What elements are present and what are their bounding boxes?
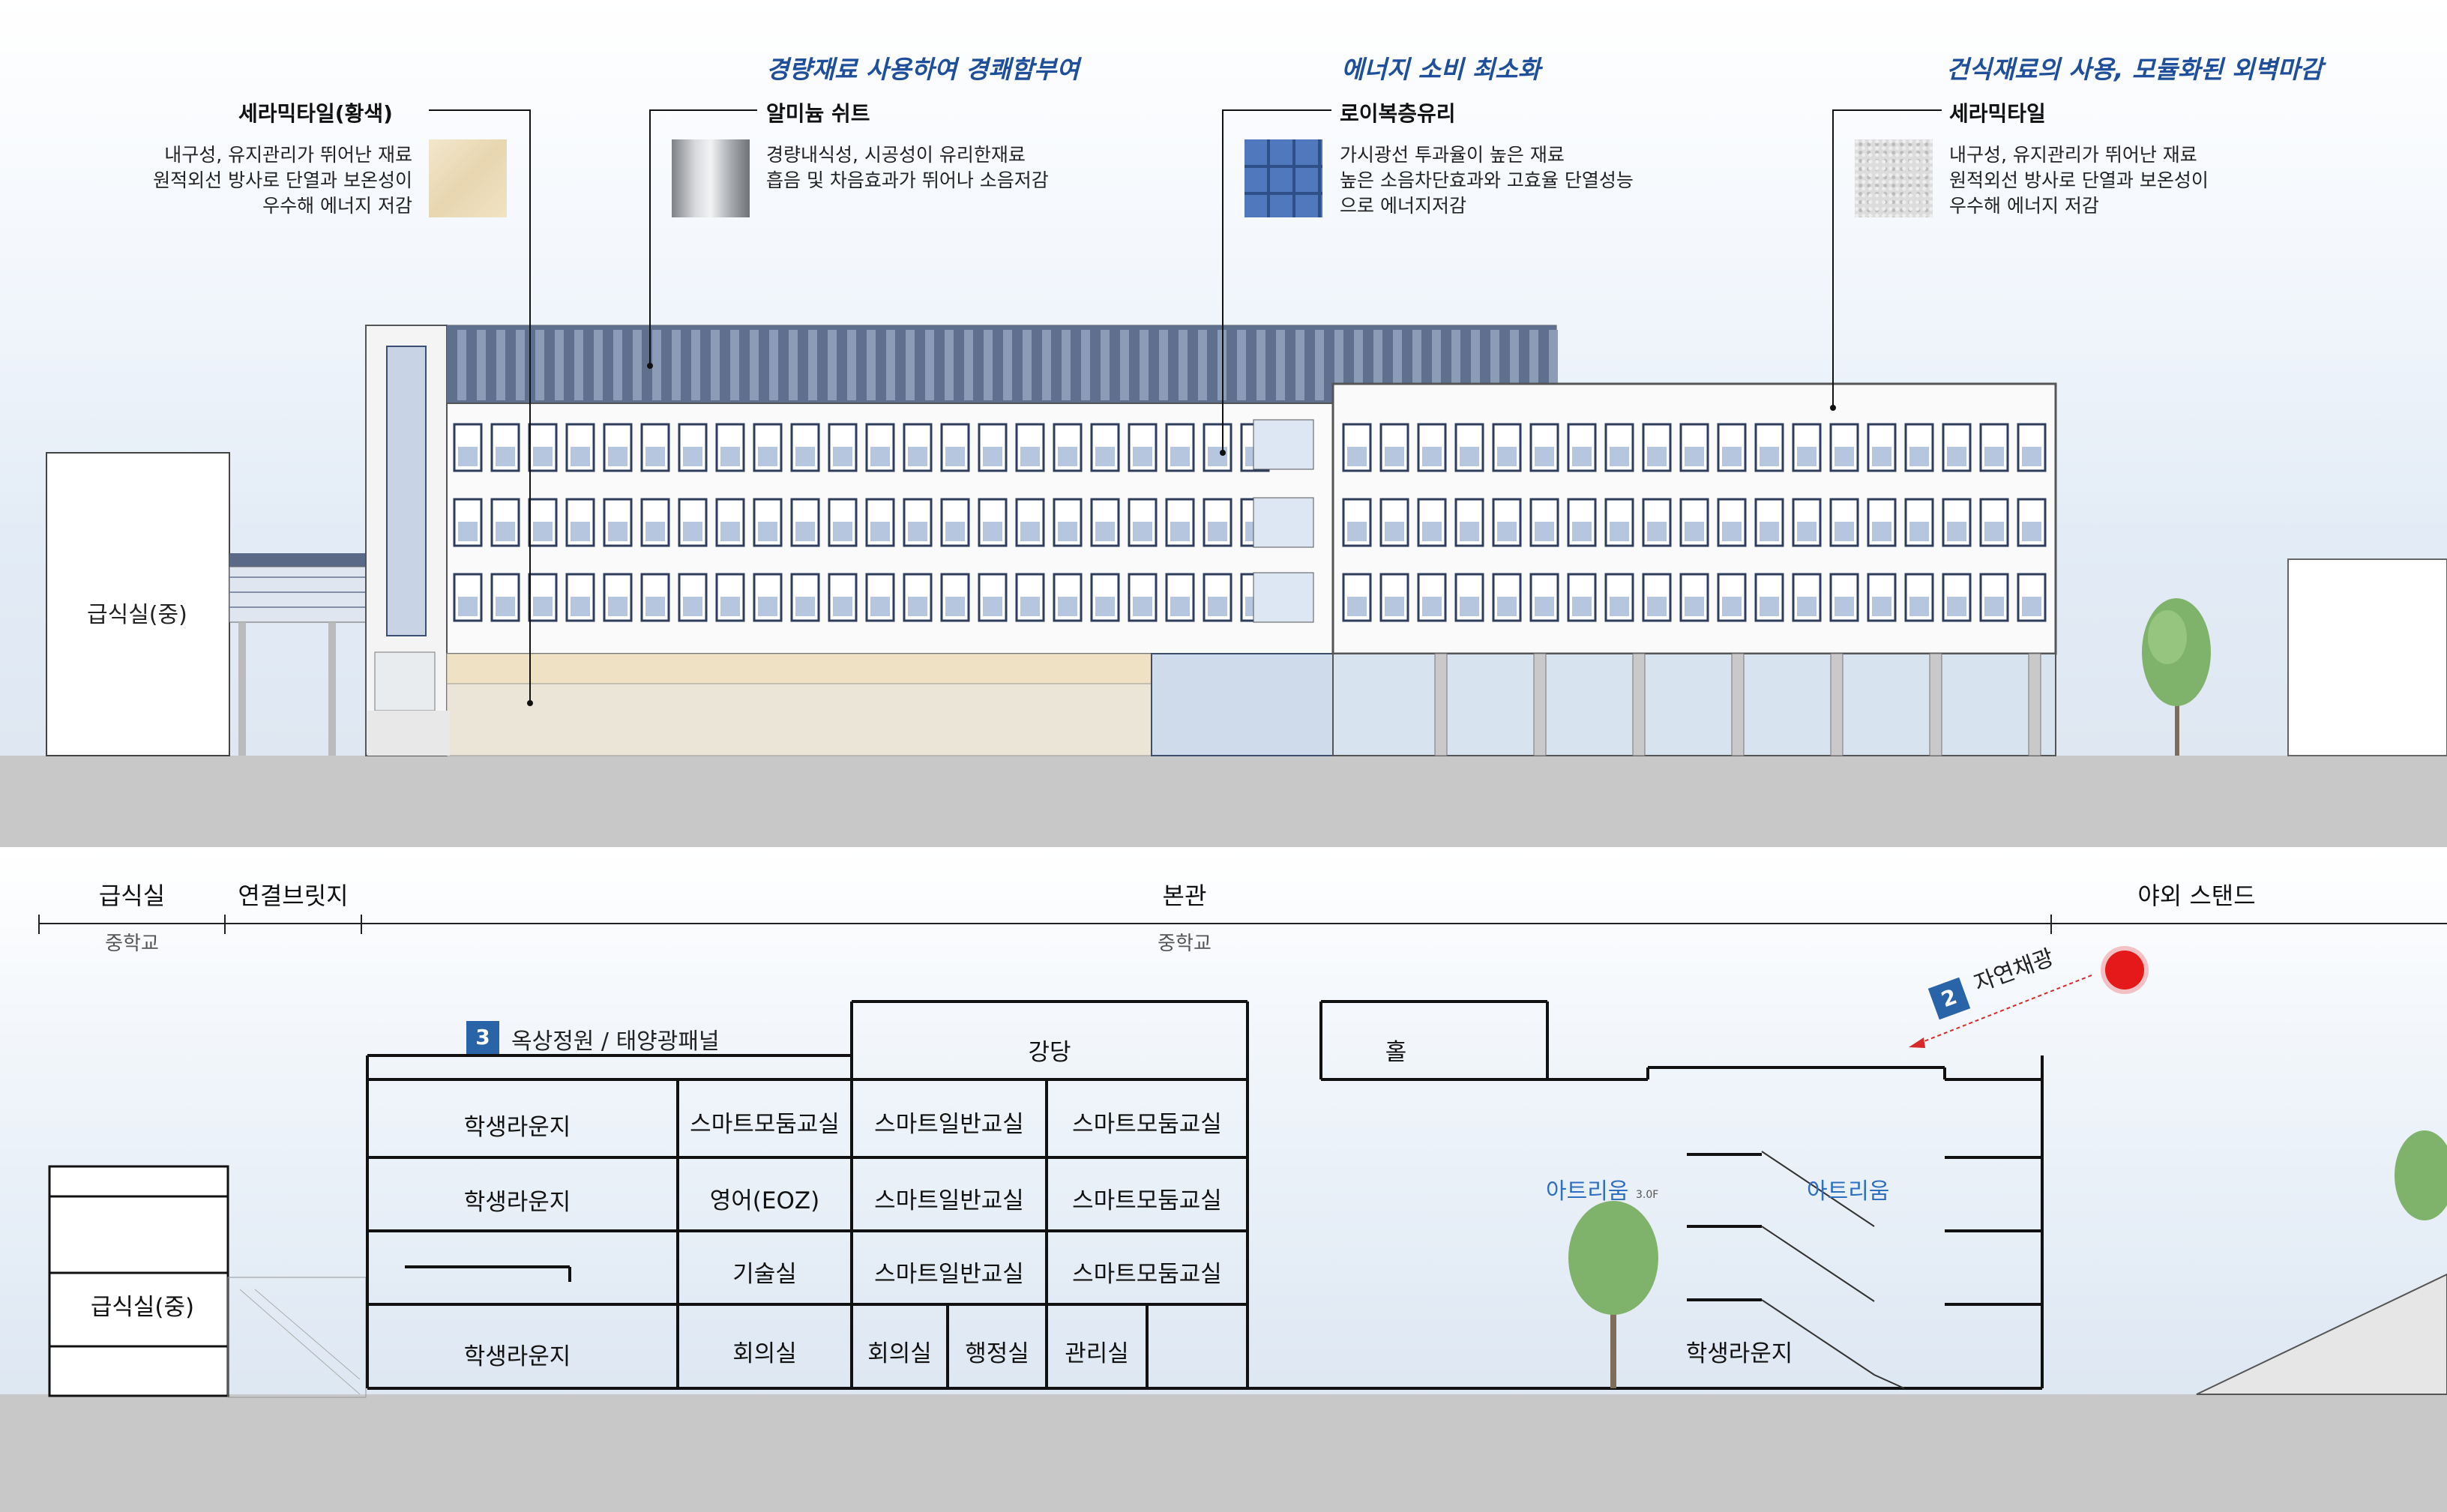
- front-elevation-drawing: [46, 325, 2447, 756]
- material-name-ceramic: 세라믹타일: [1949, 101, 2046, 126]
- room-f4-smart-group2: 스마트모둠교실: [1072, 1111, 1222, 1138]
- heading-lightweight: 경량재료 사용하여 경쾌함부여: [766, 55, 1080, 84]
- bridge-body: [229, 566, 370, 623]
- room-f1-admin: 행정실: [965, 1340, 1029, 1367]
- room-f3-smart-general: 스마트일반교실: [874, 1187, 1024, 1214]
- leader-dot: [647, 363, 653, 369]
- room-f1-meeting1: 회의실: [732, 1340, 797, 1367]
- room-f1-management: 관리실: [1065, 1340, 1129, 1367]
- material-name-lowe-glass: 로이복층유리: [1340, 101, 1456, 126]
- leader-line: [529, 109, 531, 703]
- zone-cafeteria-sub: 중학교: [105, 933, 159, 955]
- room-f2-smart-general: 스마트일반교실: [874, 1261, 1024, 1288]
- rooftop-badge: 3: [466, 1021, 499, 1054]
- cafeteria-elevation-label: 급식실(중): [87, 602, 187, 628]
- zone-outdoor-stand: 야외 스탠드: [2137, 882, 2256, 910]
- leader-dot: [527, 700, 533, 706]
- column: [1434, 653, 1448, 756]
- room-f3-lounge: 학생라운지: [463, 1189, 571, 1216]
- leader-line: [1222, 109, 1331, 111]
- room-f2-tech: 기술실: [732, 1261, 797, 1288]
- column: [2028, 653, 2041, 756]
- room-hall: 홀: [1385, 1039, 1407, 1066]
- bridge-column: [328, 622, 336, 756]
- room-f3-english: 영어(EOZ): [709, 1187, 820, 1214]
- leader-line: [1222, 109, 1224, 453]
- desc-line: 흡음 및 차음효과가 뛰어나 소음저감: [766, 169, 1049, 191]
- rooftop-label: 옥상정원 / 태양광패널: [511, 1028, 720, 1055]
- zone-cafeteria: 급식실: [98, 882, 166, 910]
- building-section-drawing: [48, 975, 2447, 1398]
- tree-icon: [2395, 1130, 2447, 1220]
- cafeteria-block: [46, 452, 230, 756]
- desc-line: 내구성, 유지관리가 뛰어난 재료: [1949, 144, 2197, 166]
- leader-dot: [1220, 450, 1226, 456]
- ceramic-tile-yellow-swatch: [429, 139, 507, 217]
- elevation-ground: [0, 756, 2447, 847]
- material-name-ceramic-yellow: 세라믹타일(황색): [238, 101, 393, 126]
- room-f1-lounge2: 학생라운지: [1685, 1340, 1793, 1367]
- material-desc-ceramic-yellow: 내구성, 유지관리가 뛰어난 재료 원적외선 방사로 단열과 보온성이 우수해 …: [135, 142, 412, 219]
- material-desc-lowe-glass: 가시광선 투과율이 높은 재료 높은 소음차단효과와 고효율 단열성능 으로 에…: [1340, 142, 1634, 219]
- desc-line: 가시광선 투과율이 높은 재료: [1340, 144, 1565, 166]
- desc-line: 으로 에너지저감: [1340, 195, 1466, 217]
- daylight-arrow: [1914, 975, 2092, 1046]
- desc-line: 원적외선 방사로 단열과 보온성이: [1949, 169, 2209, 191]
- atrium-label-1-sub: 3.0F: [1636, 1189, 1659, 1201]
- stair-tower-window: [386, 346, 427, 636]
- ceramic-podium: [446, 653, 1152, 684]
- lobby-glass: [1151, 653, 1334, 756]
- zone-main: 본관: [1162, 882, 1207, 910]
- ceramic-tile-swatch: [1855, 139, 1933, 217]
- column: [1830, 653, 1843, 756]
- column: [1929, 653, 1942, 756]
- desc-line: 원적외선 방사로 단열과 보온성이: [153, 169, 412, 191]
- section-ground: [0, 1394, 2447, 1512]
- atrium-label-2: 아트리움: [1807, 1178, 1890, 1205]
- desc-line: 높은 소음차단효과와 고효율 단열성능: [1340, 169, 1634, 191]
- aluminum-sheet-swatch: [672, 139, 750, 217]
- zone-main-sub: 중학교: [1158, 933, 1212, 955]
- tree-icon: [1568, 1201, 1658, 1315]
- room-f4-lounge: 학생라운지: [463, 1114, 571, 1141]
- leader-line: [1832, 109, 1834, 406]
- sun-icon: [2105, 951, 2144, 990]
- heading-dry-materials: 건식재료의 사용, 모듈화된 외벽마감: [1946, 55, 2323, 84]
- leader-line: [649, 109, 757, 111]
- atrium-label-1: 아트리움: [1546, 1178, 1629, 1205]
- room-cafeteria: 급식실(중): [90, 1294, 195, 1321]
- room-f1-lounge: 학생라운지: [463, 1343, 571, 1370]
- material-name-aluminum: 알미늄 쉬트: [766, 101, 870, 126]
- room-f4-smart-general: 스마트일반교실: [874, 1111, 1024, 1138]
- right-building: [2287, 558, 2447, 756]
- zone-bridge: 연결브릿지: [238, 882, 349, 910]
- outdoor-stand-steps: [2196, 1273, 2447, 1395]
- desc-line: 우수해 에너지 저감: [1949, 195, 2099, 217]
- column: [1731, 653, 1745, 756]
- desc-line: 경량내식성, 시공성이 유리한재료: [766, 144, 1026, 166]
- leader-dot: [1830, 405, 1836, 411]
- room-f3-smart-group: 스마트모둠교실: [1072, 1187, 1222, 1214]
- bridge-deck: [229, 553, 369, 567]
- column: [1632, 653, 1646, 756]
- zone-dimension-line: [38, 915, 2447, 934]
- room-auditorium: 강당: [1028, 1039, 1071, 1066]
- room-f4-smart-group1: 스마트모둠교실: [690, 1111, 840, 1138]
- section-sky: [0, 847, 2447, 1402]
- heading-energy: 에너지 소비 최소화: [1341, 55, 1541, 84]
- material-desc-aluminum: 경량내식성, 시공성이 유리한재료 흡음 및 차음효과가 뛰어나 소음저감: [766, 142, 1049, 193]
- desc-line: 우수해 에너지 저감: [262, 195, 412, 217]
- leader-line: [649, 109, 651, 364]
- lowe-glass-swatch: [1244, 139, 1322, 217]
- room-f1-meeting2: 회의실: [867, 1340, 932, 1367]
- desc-line: 내구성, 유지관리가 뛰어난 재료: [164, 144, 412, 166]
- column: [1533, 653, 1547, 756]
- room-f2-smart-group: 스마트모둠교실: [1072, 1261, 1222, 1288]
- material-desc-ceramic: 내구성, 유지관리가 뛰어난 재료 원적외선 방사로 단열과 보온성이 우수해 …: [1949, 142, 2209, 219]
- leader-line: [429, 109, 531, 111]
- bridge-column: [238, 622, 246, 756]
- leader-line: [1832, 109, 1942, 111]
